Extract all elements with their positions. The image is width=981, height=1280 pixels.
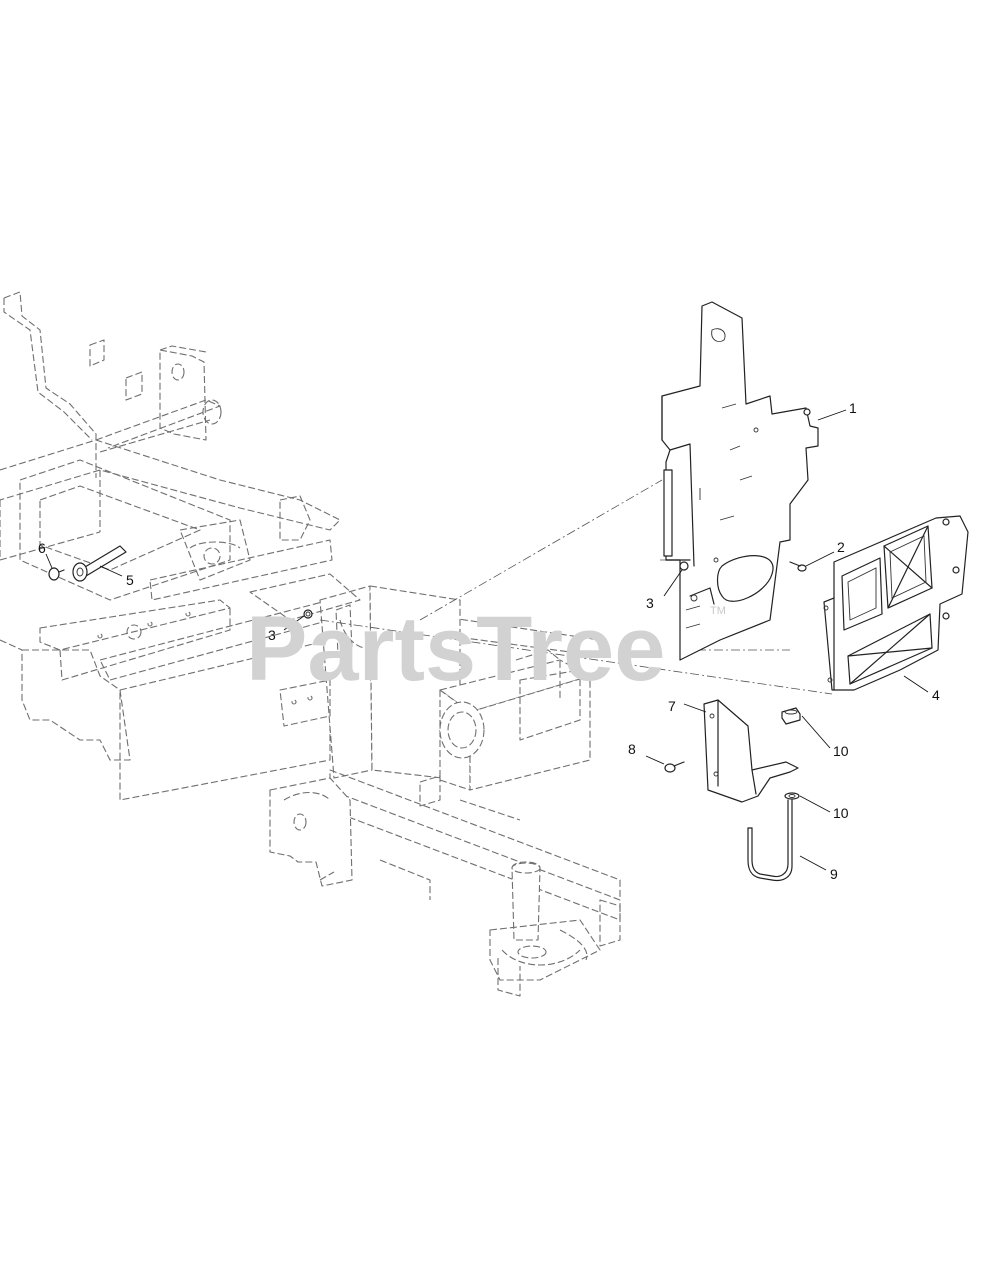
- callout-8: 8: [628, 741, 636, 757]
- leader-1: [817, 409, 847, 421]
- callout-4: 4: [932, 687, 940, 703]
- leader-10a: [801, 715, 831, 749]
- part-5-bolt: [72, 545, 127, 582]
- hardware: [48, 545, 807, 882]
- leader-5: [99, 565, 123, 577]
- part-10-washer-lower: [784, 792, 800, 800]
- callout-10-lower: 10: [833, 805, 849, 821]
- callout-7: 7: [668, 698, 676, 714]
- part-3-nut-right: [679, 561, 689, 571]
- leader-6: [45, 553, 53, 569]
- part-6-nut: [48, 567, 65, 581]
- callout-3-right: 3: [646, 595, 654, 611]
- part-7-lower-bracket: [703, 699, 799, 803]
- part-10-nut-upper: [781, 707, 801, 725]
- part-8-bolt: [664, 761, 685, 773]
- part-9-u-bolt: [747, 799, 793, 882]
- part-3-nut-frame: [303, 609, 313, 619]
- leader-2: [805, 551, 835, 567]
- callout-labels: 1 2 3 3 4 5 6 7 8 9 10 10: [38, 400, 940, 882]
- leader-9: [799, 855, 827, 871]
- leader-lines: [45, 409, 929, 871]
- part-2-bolt: [789, 561, 807, 572]
- leader-10b: [799, 795, 831, 813]
- callout-10-upper: 10: [833, 743, 849, 759]
- part-4-shield-plate: [823, 515, 969, 691]
- leader-8: [645, 755, 665, 765]
- leader-3a: [663, 569, 683, 597]
- callout-5: 5: [126, 572, 134, 588]
- callout-2: 2: [837, 539, 845, 555]
- watermark: PartsTree TM: [246, 598, 726, 700]
- callout-3-frame: 3: [268, 627, 276, 643]
- watermark-trademark: TM: [710, 605, 726, 617]
- watermark-text: PartsTree: [246, 598, 665, 700]
- callout-6: 6: [38, 540, 46, 556]
- callout-9: 9: [830, 866, 838, 882]
- part-1-bracket-plate: [661, 301, 819, 661]
- leader-7: [683, 703, 707, 713]
- mower-frame-phantom: [0, 291, 621, 997]
- callout-1: 1: [849, 400, 857, 416]
- leader-3b: [283, 615, 305, 631]
- leader-4: [903, 675, 929, 693]
